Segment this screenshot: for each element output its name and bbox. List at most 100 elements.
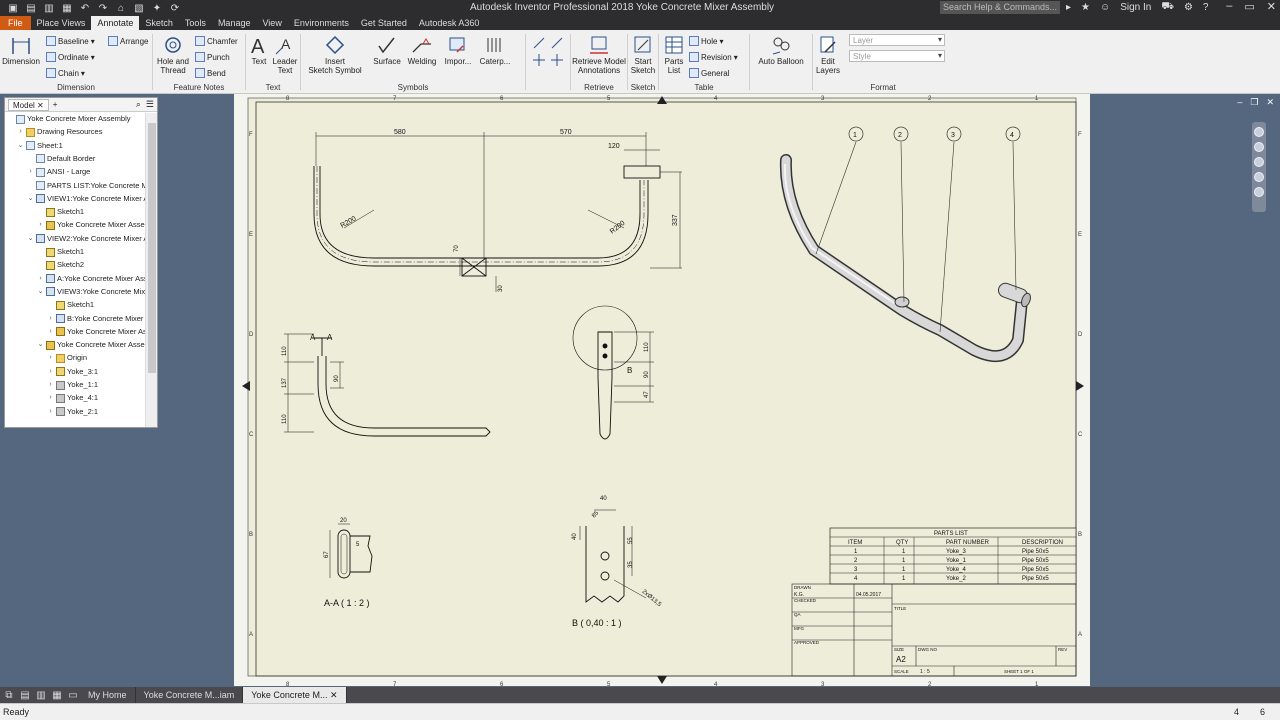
star-icon[interactable]: ★ xyxy=(1081,2,1090,13)
dim-30[interactable]: 30 xyxy=(498,285,504,292)
general-table-button[interactable]: General xyxy=(689,68,729,78)
save-icon[interactable]: ▦ xyxy=(62,2,72,14)
expand-chevron-icon[interactable]: › xyxy=(39,221,42,229)
dim-137-front[interactable]: 137 xyxy=(282,377,288,388)
redo-icon[interactable]: ↷ xyxy=(98,2,108,14)
expand-chevron-icon[interactable]: › xyxy=(29,168,32,176)
browser-node[interactable]: ⌄VIEW3:Yoke Concrete Mixer A xyxy=(37,286,145,298)
edit-layers-button[interactable]: Edit Layers xyxy=(813,34,843,75)
close-icon[interactable]: ✕ xyxy=(1266,1,1276,13)
hole-thread-button[interactable]: Hole and Thread xyxy=(155,34,191,75)
dim-40-top[interactable]: 40 xyxy=(600,496,607,502)
style-combo[interactable]: Style xyxy=(849,50,945,62)
zoom-all-icon[interactable] xyxy=(1254,187,1264,197)
balloon-4[interactable]: 4 xyxy=(1010,132,1014,139)
retrieve-model-annotations-button[interactable]: Retrieve Model Annotations xyxy=(571,34,627,75)
browser-scrollbar[interactable] xyxy=(145,113,157,427)
text-button[interactable]: A Text xyxy=(248,34,270,66)
browser-node[interactable]: ⌄Sheet:1 xyxy=(17,140,63,152)
dim-580[interactable]: 580 xyxy=(394,129,406,136)
expand-chevron-icon[interactable]: › xyxy=(49,314,52,322)
dim-110-front-top[interactable]: 110 xyxy=(282,346,288,356)
a360-icon[interactable]: ⚙ xyxy=(1183,2,1193,13)
list-icon[interactable]: ▦ xyxy=(52,689,62,701)
dim-70[interactable]: 70 xyxy=(454,245,460,252)
section-mark-a-right[interactable]: A xyxy=(327,333,333,342)
tab-environments[interactable]: Environments xyxy=(293,18,349,28)
browser-node[interactable]: ⌄VIEW1:Yoke Concrete Mixer Assem xyxy=(27,193,145,205)
maximize-icon[interactable]: ▭ xyxy=(1244,1,1255,13)
app-menu-icon[interactable]: ▣ xyxy=(8,2,18,14)
browser-node[interactable]: ›A:Yoke Concrete Mixer Assem xyxy=(37,273,145,285)
tab-file[interactable]: File xyxy=(0,16,31,30)
chain-button[interactable]: Chain ▾ xyxy=(46,68,85,78)
welding-button[interactable]: Welding xyxy=(405,34,439,66)
dim-47-side[interactable]: 47 xyxy=(644,391,650,398)
isometric-view[interactable] xyxy=(779,126,1032,363)
view1-top[interactable] xyxy=(313,132,682,292)
tab-manage[interactable]: Manage xyxy=(217,18,251,28)
expand-chevron-icon[interactable]: › xyxy=(49,354,52,362)
browser-tab-model[interactable]: Model ✕ xyxy=(8,98,49,111)
dim-120[interactable]: 120 xyxy=(608,143,620,150)
doc-tab-assembly[interactable]: Yoke Concrete M...iam xyxy=(136,687,244,703)
ordinate-button[interactable]: Ordinate ▾ xyxy=(46,52,95,62)
dim-40-left[interactable]: 40 xyxy=(572,533,578,540)
expand-chevron-icon[interactable]: › xyxy=(49,327,52,335)
tile-icon[interactable]: ⧉ xyxy=(5,689,13,701)
doc-tab-my-home[interactable]: My Home xyxy=(80,687,136,703)
browser-node[interactable]: Sketch2 xyxy=(37,259,84,271)
dim-20[interactable]: 20 xyxy=(340,518,347,524)
browser-node[interactable]: ⌄Yoke Concrete Mixer Assembl xyxy=(37,339,145,351)
tab-tools[interactable]: Tools xyxy=(184,18,206,28)
print-icon[interactable]: ▧ xyxy=(134,2,144,14)
tab-menu-icon[interactable]: ▭ xyxy=(68,689,78,701)
browser-node[interactable]: Yoke Concrete Mixer Assembly xyxy=(7,113,131,125)
dim-r85[interactable]: 85 xyxy=(591,510,600,519)
browser-node[interactable]: ›Yoke_1:1 xyxy=(47,379,98,391)
browser-node[interactable]: ›Yoke Concrete Mixer Assembl xyxy=(37,219,145,231)
tab-autodesk-a360[interactable]: Autodesk A360 xyxy=(418,18,480,28)
browser-node[interactable]: Sketch1 xyxy=(37,206,84,218)
dim-90-side[interactable]: 90 xyxy=(644,371,650,378)
zoom-window-icon[interactable] xyxy=(1254,172,1264,182)
zoom-icon[interactable] xyxy=(1254,157,1264,167)
expand-chevron-icon[interactable]: › xyxy=(49,394,52,402)
browser-scroll-thumb[interactable] xyxy=(148,123,156,373)
surface-button[interactable]: Surface xyxy=(371,34,403,66)
undo-icon[interactable]: ↶ xyxy=(80,2,90,14)
browser-node[interactable]: ›Origin xyxy=(47,352,87,364)
detail-mark-b[interactable]: B xyxy=(627,366,632,375)
sign-in-link[interactable]: Sign In xyxy=(1120,2,1152,13)
browser-search-icon[interactable]: ⌕ xyxy=(135,99,141,109)
open-icon[interactable]: ▥ xyxy=(44,2,54,14)
punch-button[interactable]: Punch xyxy=(195,52,230,62)
leader-text-button[interactable]: A Leader Text xyxy=(272,34,298,75)
expand-chevron-icon[interactable]: ⌄ xyxy=(37,341,44,349)
dim-90-front[interactable]: 90 xyxy=(334,375,340,382)
dim-570[interactable]: 570 xyxy=(560,129,572,136)
browser-node[interactable]: ›ANSI - Large xyxy=(27,166,90,178)
browser-node[interactable]: ⌄VIEW2:Yoke Concrete Mixer Asse xyxy=(27,233,145,245)
cart-icon[interactable]: ⛟ xyxy=(1161,1,1174,12)
parts-list-button[interactable]: Parts List xyxy=(661,34,687,75)
bend-button[interactable]: Bend xyxy=(195,68,226,78)
tab-get-started[interactable]: Get Started xyxy=(360,18,407,28)
cascade-icon[interactable]: ▤ xyxy=(20,689,30,701)
browser-node[interactable]: Sketch1 xyxy=(47,299,94,311)
tab-annotate[interactable]: Annotate xyxy=(91,16,140,30)
view2-front[interactable] xyxy=(284,333,491,437)
detail-b-label[interactable]: B ( 0,40 : 1 ) xyxy=(572,618,622,628)
caterpillar-button[interactable]: Caterp... xyxy=(477,34,513,66)
section-mark-a-left[interactable]: A xyxy=(310,333,316,342)
expand-chevron-icon[interactable]: › xyxy=(49,407,52,415)
expand-chevron-icon[interactable]: ⌄ xyxy=(27,194,34,202)
steering-wheel-icon[interactable] xyxy=(1254,127,1264,137)
expand-chevron-icon[interactable]: › xyxy=(49,367,52,375)
browser-node[interactable]: ›Yoke_2:1 xyxy=(47,406,98,418)
expand-chevron-icon[interactable]: › xyxy=(19,128,22,136)
expand-chevron-icon[interactable]: ⌄ xyxy=(37,287,44,295)
browser-node[interactable]: ›Yoke_4:1 xyxy=(47,392,98,404)
expand-chevron-icon[interactable]: › xyxy=(49,381,52,388)
balloon-1[interactable]: 1 xyxy=(853,132,857,139)
